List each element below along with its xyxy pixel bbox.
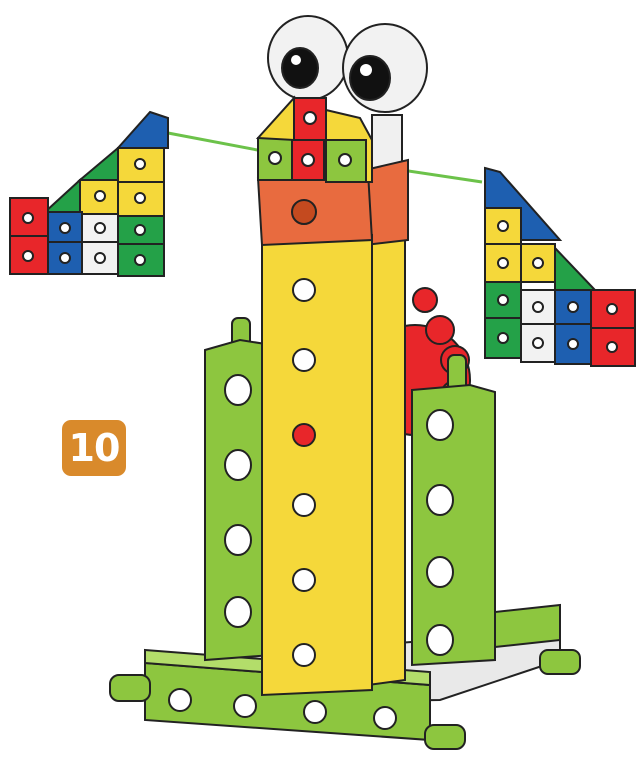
right-post bbox=[412, 355, 495, 665]
step-number: 10 bbox=[69, 426, 120, 470]
googly-eyes bbox=[268, 16, 427, 112]
step-number-badge: 10 bbox=[62, 420, 126, 476]
right-wing bbox=[485, 168, 635, 366]
front-beam bbox=[262, 235, 372, 695]
head-cubes bbox=[258, 98, 372, 182]
left-wing bbox=[10, 112, 168, 276]
